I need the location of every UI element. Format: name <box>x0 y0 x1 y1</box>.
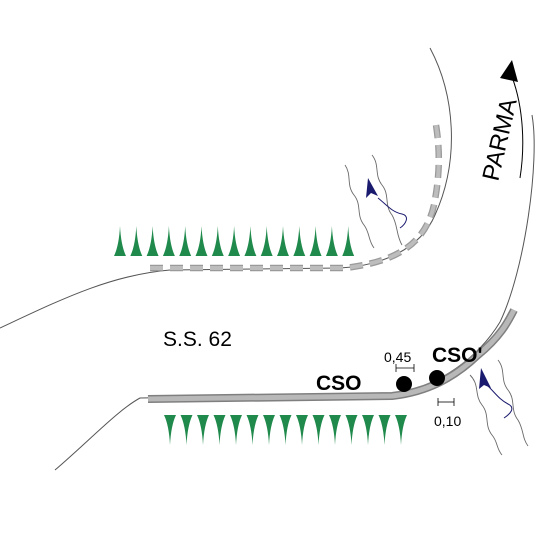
upper-stream <box>344 154 407 249</box>
tree-spike-icon <box>279 415 292 445</box>
tree-spike-icon <box>263 415 275 445</box>
road-lower-edge <box>54 114 535 471</box>
tree-spike-icon <box>162 226 175 256</box>
tree-spike-icon <box>309 226 322 256</box>
tree-spike-icon <box>213 415 226 445</box>
tree-spike-icon <box>329 415 341 445</box>
tree-spike-icon <box>211 226 224 256</box>
tree-spike-icon <box>130 226 143 256</box>
lower-flow-arrow-icon <box>479 368 491 389</box>
tree-spike-icon <box>164 415 176 445</box>
distance-a-marker <box>395 364 415 372</box>
tree-spike-icon <box>342 226 355 256</box>
tree-spike-icon <box>345 415 358 445</box>
tree-spike-icon <box>114 226 126 256</box>
tree-spike-icon <box>277 226 289 256</box>
river-label: PARMA <box>478 96 523 184</box>
tree-spike-icon <box>230 415 242 445</box>
tree-spike-icon <box>246 415 259 445</box>
tree-spike-icon <box>260 226 273 256</box>
tree-spike-icon <box>395 415 407 445</box>
tree-spike-icon <box>296 415 308 445</box>
road-label: S.S. 62 <box>163 328 232 351</box>
tree-spike-icon <box>312 415 325 445</box>
station-b-dot-icon <box>429 370 445 386</box>
upper-dashed-guardrail <box>150 124 443 272</box>
tree-spike-icon <box>244 226 257 256</box>
tree-spike-icon <box>195 226 208 256</box>
station-a-label: CSO <box>316 372 362 395</box>
lower-guardrail <box>147 308 518 403</box>
tree-spike-icon <box>325 226 338 256</box>
lower-vegetation-row <box>164 415 407 445</box>
river-direction-arrow-icon <box>500 60 524 179</box>
tree-spike-icon <box>146 226 159 256</box>
distance-b-label: 0,10 <box>434 413 461 429</box>
station-b-label: CSO' <box>432 344 483 367</box>
tree-spike-icon <box>228 226 241 256</box>
tree-spike-icon <box>378 415 391 445</box>
upper-flow-arrow-icon <box>366 178 378 198</box>
tree-spike-icon <box>180 415 193 445</box>
distance-a-label: 0,45 <box>384 349 411 365</box>
lower-stream <box>469 359 529 456</box>
tree-spike-icon <box>362 415 374 445</box>
station-a-dot-icon <box>396 376 412 392</box>
tree-spike-icon <box>179 226 192 256</box>
distance-b-marker <box>437 398 455 406</box>
upper-vegetation-row <box>114 226 355 256</box>
tree-spike-icon <box>293 226 306 256</box>
tree-spike-icon <box>197 415 209 445</box>
